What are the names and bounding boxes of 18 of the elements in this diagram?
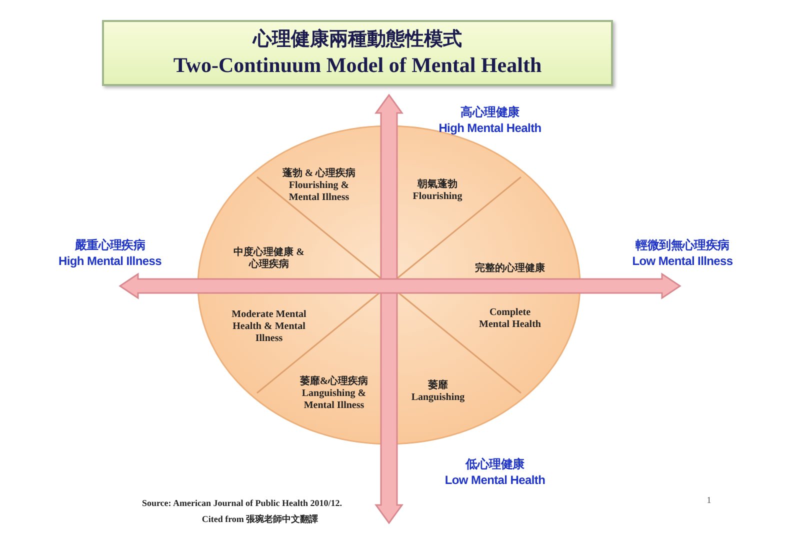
axis-label: High Mental Health	[438, 121, 542, 136]
segment-text: 中度心理健康 & 心理疾病 Moderate Mental Health & Mental Illness	[228, 247, 310, 345]
source-note: Cited from 張琬老師中文翻譯	[200, 513, 320, 526]
segment-text: 朝氣蓬勃 Flourishing	[405, 175, 470, 207]
segment-text: 萎靡&心理疾病 Languishing & Mental Illness	[292, 372, 376, 416]
title-box: 心理健康兩種動態性模式 Two-Continuum Model of Mental Health	[102, 20, 613, 86]
axis-label: 低心理健康	[464, 457, 526, 472]
segment-text: 蓬勃 & 心理疾病 Flourishing & Mental Illness	[273, 162, 365, 210]
axis-label: 高心理健康	[460, 105, 520, 120]
segment-text: 完整的心理健康 Complete Mental Health	[473, 263, 547, 331]
axis-label: Low Mental Health	[444, 473, 546, 488]
axis-label: 嚴重心理疾病	[74, 238, 146, 253]
page-number: 1	[706, 495, 712, 505]
segment-text: 萎靡 Languishing	[405, 377, 471, 407]
axis-label: High Mental Illness	[58, 254, 162, 269]
axis-label: Low Mental Illness	[631, 254, 734, 269]
source-note: Source: American Journal of Public Health 2010/12.	[140, 498, 344, 508]
axis-label: 輕微到無心理疾病	[634, 238, 730, 253]
